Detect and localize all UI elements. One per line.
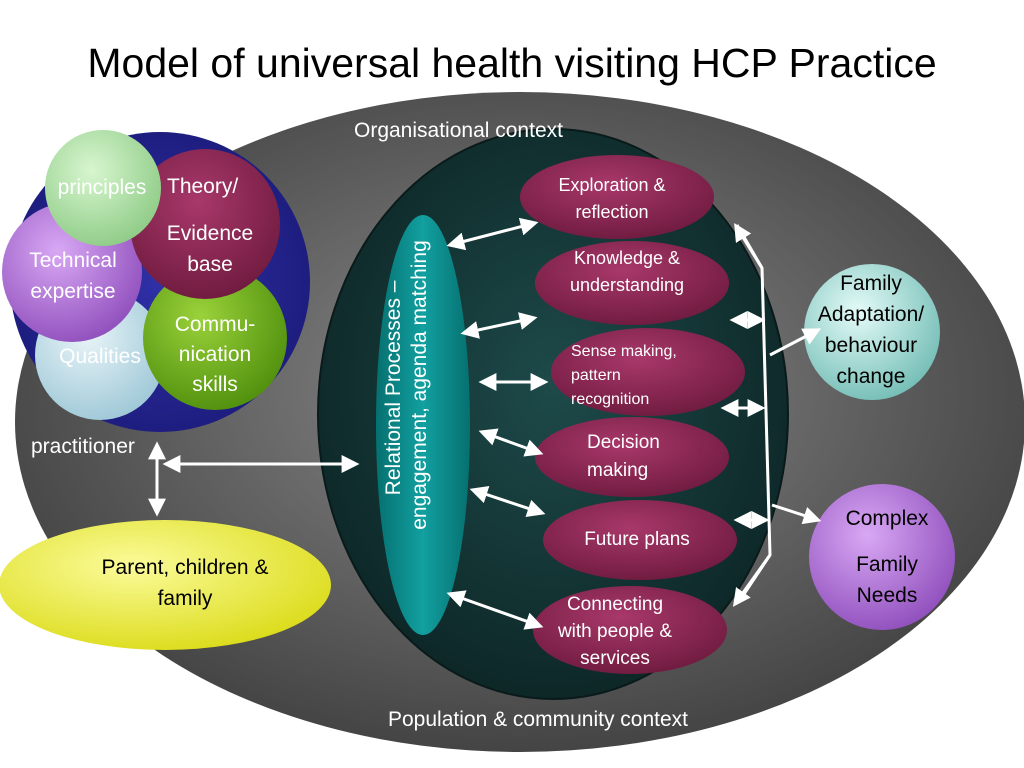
step-knowledge-line2: understanding	[569, 275, 685, 295]
relational-processes-label: Relational Processes – engagement, agend…	[382, 240, 431, 530]
step-sense-line3: recognition	[571, 391, 650, 408]
arrow-bracket-adaptation	[769, 328, 822, 357]
theory-label-line3: base	[187, 253, 233, 276]
arrow-band-decision	[478, 428, 544, 457]
arrow-band-connecting	[446, 590, 544, 630]
complex-line2: Family	[856, 553, 918, 576]
arrow-bracket-exploration	[734, 222, 764, 269]
communication-label-line2: nication	[178, 343, 252, 366]
communication-label-line3: skills	[192, 373, 238, 396]
step-exploration-line1: Exploration &	[558, 175, 666, 195]
complex-line1: Complex	[845, 507, 929, 530]
theory-evidence-circle	[130, 149, 280, 299]
step-sense-making-ellipse	[551, 328, 745, 416]
adaptation-line4: change	[836, 365, 906, 388]
step-connecting-line3: services	[580, 648, 650, 669]
family-adaptation-circle	[804, 264, 940, 400]
adaptation-line3: behaviour	[824, 334, 918, 357]
step-knowledge-ellipse	[535, 241, 729, 325]
adaptation-line1: Family	[840, 272, 902, 295]
step-future-plans: Future plans	[584, 529, 690, 550]
theory-label-line2: Evidence	[166, 222, 254, 245]
technical-label-line1: Technical	[29, 249, 117, 272]
step-decision-ellipse	[535, 417, 729, 497]
theory-label-line1: Theory/	[167, 175, 239, 198]
step-knowledge-line1: Knowledge &	[573, 248, 681, 268]
principles-circle	[45, 130, 161, 246]
population-context-label: Population & community context	[388, 708, 688, 731]
practitioner-label: practitioner	[31, 435, 135, 458]
principles-label: principles	[57, 176, 147, 199]
step-connecting-line2: with people &	[557, 621, 673, 642]
step-decision-line1: Decision	[587, 432, 660, 453]
adaptation-line2: Adaptation/	[817, 303, 925, 326]
step-future-plans-ellipse	[543, 500, 737, 580]
parent-label-line1: Parent, children &	[101, 556, 269, 579]
arrow-band-knowledge	[460, 312, 538, 339]
arrow-band-exploration	[446, 217, 539, 251]
step-exploration-ellipse	[520, 155, 714, 239]
complex-line3: Needs	[856, 584, 918, 607]
complex-family-needs-circle	[809, 484, 955, 630]
step-exploration-line2: reflection	[575, 202, 649, 222]
parent-family-ellipse	[0, 520, 331, 650]
step-sense-line2: pattern	[571, 367, 621, 384]
step-sense-line1: Sense making,	[571, 343, 677, 360]
step-connecting-ellipse	[533, 586, 727, 674]
step-connecting-line1: Connecting	[566, 594, 664, 615]
qualities-label: Qualities	[59, 345, 141, 368]
arrow-band-future	[469, 486, 546, 517]
technical-label-line2: expertise	[30, 280, 116, 303]
communication-label-line1: Commu-	[174, 313, 256, 336]
relational-processes-band	[376, 215, 470, 635]
organisational-context-label: Organisational context	[354, 119, 563, 142]
arrow-bracket-connecting	[732, 554, 772, 607]
arrow-bracket-complex	[771, 503, 822, 525]
page-title: Model of universal health visiting HCP P…	[87, 40, 937, 86]
step-decision-line2: making	[587, 460, 649, 481]
communication-skills-circle	[143, 266, 287, 410]
parent-label-line2: family	[157, 587, 213, 610]
